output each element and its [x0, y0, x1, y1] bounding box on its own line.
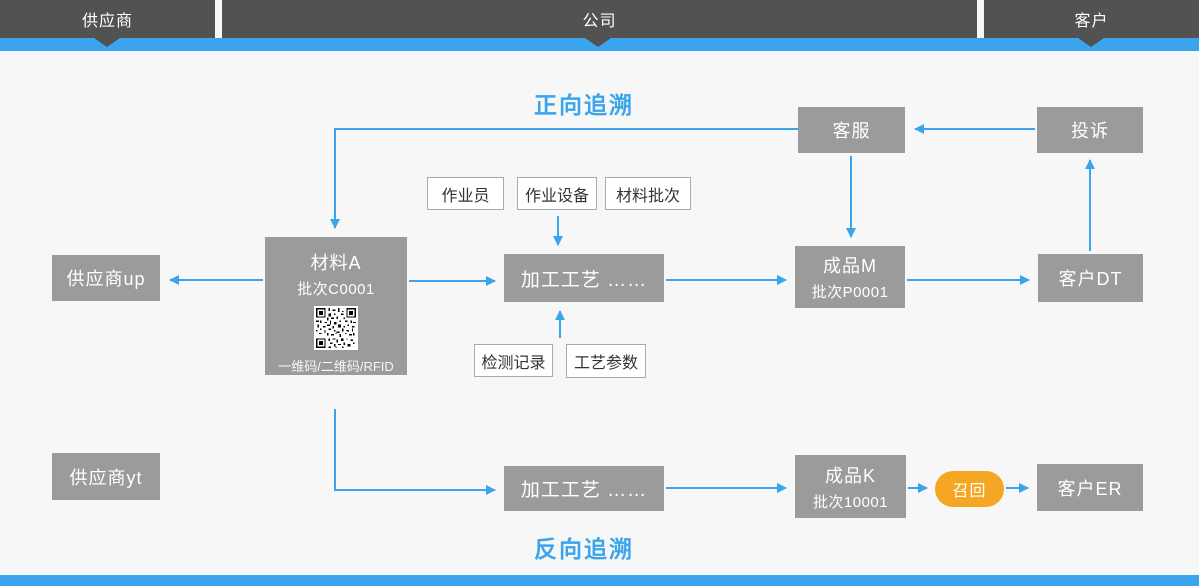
node-material-batch: 材料批次 — [605, 177, 691, 210]
node-operator-label: 作业员 — [441, 187, 490, 205]
node-supplier-up: 供应商up — [52, 255, 160, 301]
arrow-material-a-to-process2 — [334, 409, 496, 495]
swimlane-supplier: 供应商 — [0, 0, 215, 38]
triangle-pointer-supplier — [94, 38, 120, 47]
node-supplier-yt: 供应商yt — [52, 453, 160, 500]
node-product-m: 成品M 批次P0001 — [795, 246, 905, 308]
node-equipment-label: 作业设备 — [524, 187, 589, 205]
node-inspection-record: 检测记录 — [474, 344, 553, 377]
node-customer-er-label: 客户ER — [1057, 478, 1123, 499]
node-operator: 作业员 — [427, 177, 504, 210]
node-equipment: 作业设备 — [517, 177, 597, 210]
swimlane-company: 公司 — [222, 0, 977, 38]
swimlane-customer: 客户 — [984, 0, 1199, 38]
node-inspection-record-label: 检测记录 — [481, 354, 546, 372]
node-material-a-title: 材料A — [310, 253, 362, 273]
swimlane-customer-label: 客户 — [1074, 13, 1109, 30]
node-customer-service: 客服 — [798, 107, 905, 153]
node-customer-er: 客户ER — [1037, 464, 1143, 511]
swimlane-company-label: 公司 — [582, 13, 617, 30]
swimlane-supplier-label: 供应商 — [81, 13, 133, 30]
node-process-2: 加工工艺 …… — [504, 466, 664, 511]
triangle-pointer-customer — [1078, 38, 1104, 47]
node-product-k-title: 成品K — [824, 465, 876, 486]
node-supplier-up-label: 供应商up — [66, 269, 146, 289]
node-product-m-title: 成品M — [823, 256, 877, 276]
triangle-pointer-company — [585, 38, 611, 47]
node-process-2-label: 加工工艺 …… — [520, 480, 648, 501]
node-product-m-batch: 批次P0001 — [811, 284, 889, 301]
node-customer-service-label: 客服 — [832, 121, 871, 141]
backward-trace-title: 反向追溯 — [534, 536, 634, 562]
node-product-k-batch: 批次10001 — [812, 493, 889, 511]
node-material-a-batch: 批次C0001 — [297, 281, 375, 298]
forward-trace-title: 正向追溯 — [534, 92, 634, 118]
qr-code-icon — [314, 306, 358, 350]
node-complaint-label: 投诉 — [1071, 121, 1109, 141]
node-material-batch-label: 材料批次 — [615, 187, 680, 205]
node-customer-dt: 客户DT — [1038, 254, 1143, 302]
node-material-a-caption: 一维码/二维码/RFID — [278, 359, 394, 374]
node-product-k: 成品K 批次10001 — [795, 455, 906, 518]
node-process-1: 加工工艺 …… — [504, 254, 664, 302]
node-supplier-yt-label: 供应商yt — [69, 467, 143, 488]
node-process-params-label: 工艺参数 — [573, 355, 638, 372]
footer-accent-bar — [0, 575, 1199, 586]
recall-badge-label: 召回 — [952, 483, 987, 500]
recall-badge: 召回 — [935, 471, 1004, 507]
node-process-1-label: 加工工艺 …… — [520, 269, 648, 291]
node-material-a: 材料A 批次C0001 — [265, 237, 407, 375]
node-customer-dt-label: 客户DT — [1058, 269, 1123, 289]
node-process-params: 工艺参数 — [566, 344, 646, 378]
node-complaint: 投诉 — [1037, 107, 1143, 153]
